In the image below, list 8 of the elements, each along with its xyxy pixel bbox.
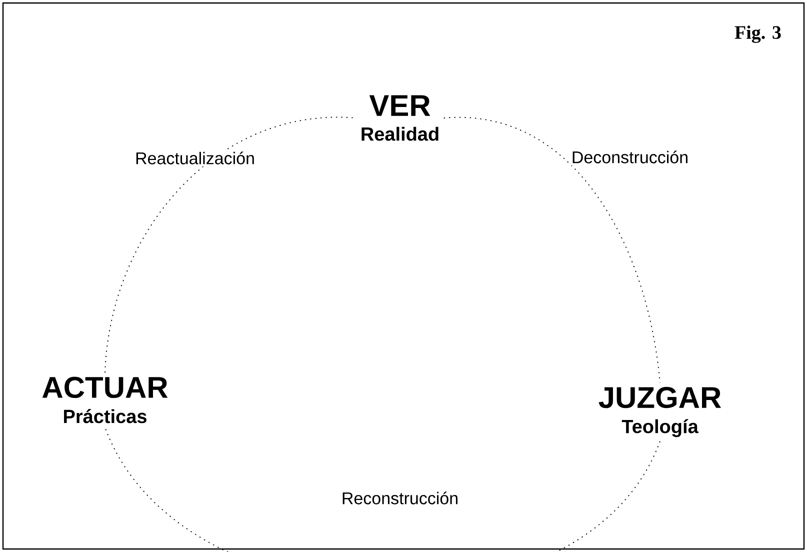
edge-label: Reactualización	[133, 150, 258, 166]
figure-number: Fig. 3	[734, 26, 781, 43]
stage-label: JUZGAR Teología	[598, 386, 722, 438]
cycle-arc	[104, 426, 660, 552]
edge-label: Reconstrucción	[339, 490, 461, 506]
stage-label: ACTUAR Prácticas	[42, 376, 168, 424]
edge-label: Deconstrucción	[569, 148, 691, 166]
stage-label: VER Realidad	[362, 95, 438, 141]
